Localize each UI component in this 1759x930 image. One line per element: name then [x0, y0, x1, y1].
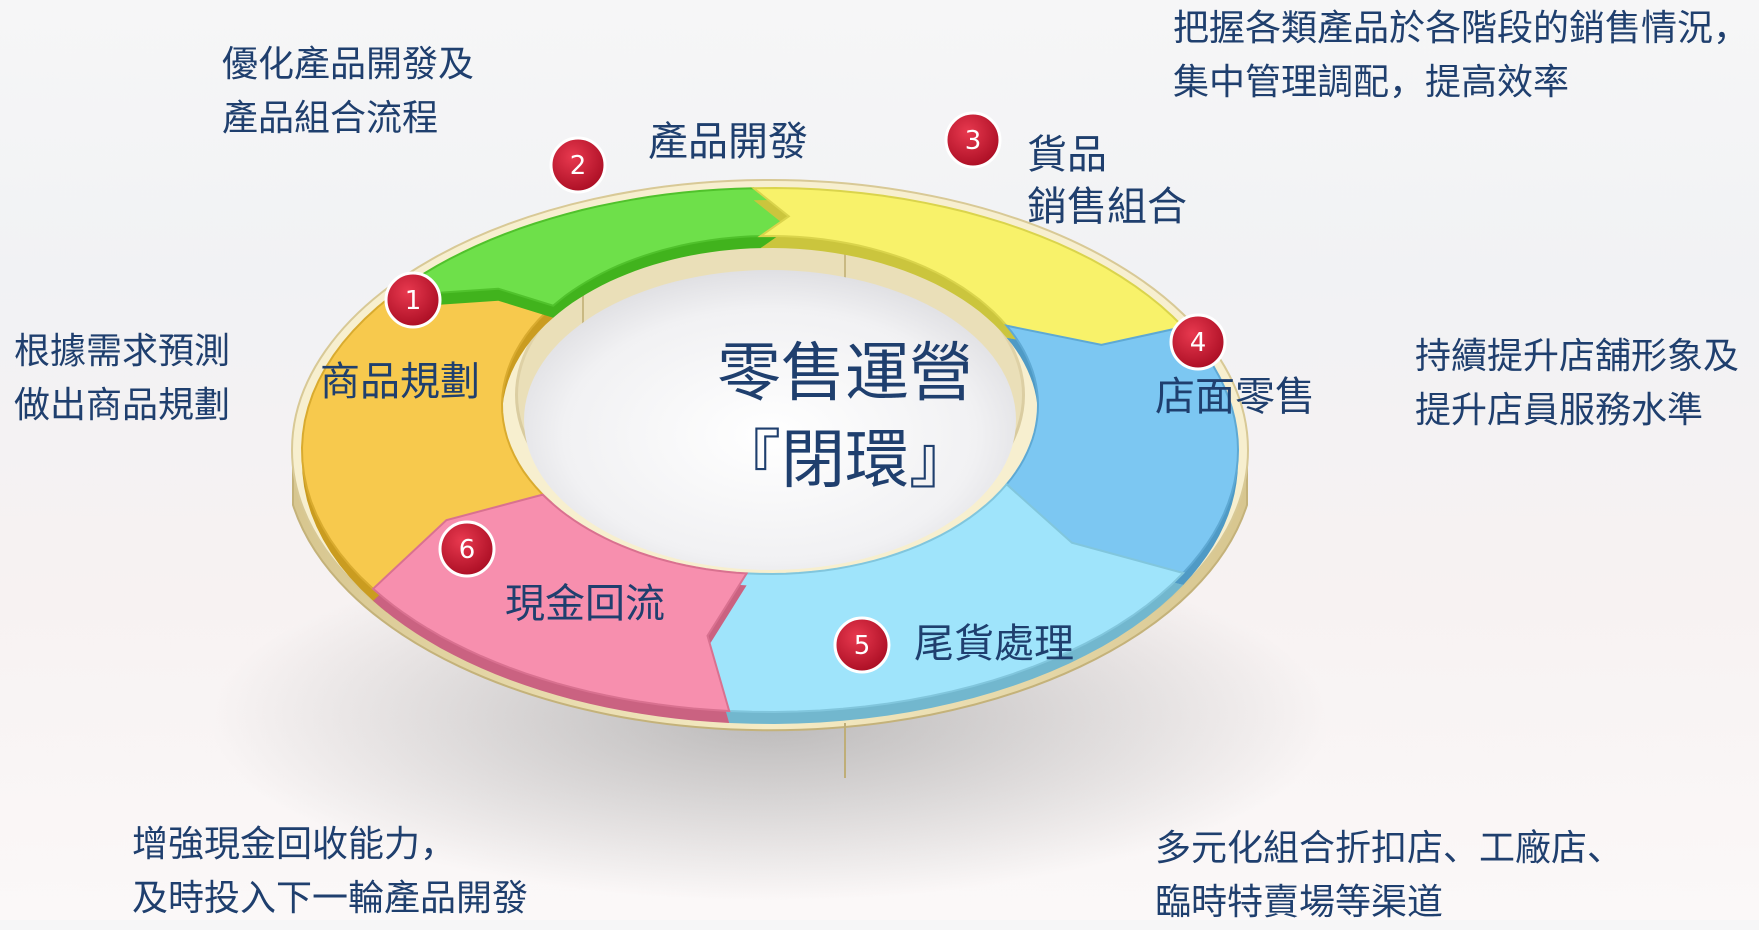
step-5-label: 尾貨處理 [914, 621, 1074, 667]
step-2-badge [549, 136, 607, 194]
step-3-label-line-1: 貨品 [1027, 132, 1107, 178]
step-6-badge [438, 520, 496, 578]
step-6-label: 現金回流 [505, 581, 665, 627]
note-6-line-2: 及時投入下一輪產品開發 [132, 878, 529, 919]
note-stage-1: 根據需求預測 做出商品規劃 [14, 325, 230, 433]
note-stage-5: 多元化組合折扣店、工廠店、 臨時特賣場等渠道 [1155, 822, 1623, 930]
note-3-line-2: 集中管理調配，提高效率 [1173, 62, 1570, 103]
step-6-number: 6 [459, 535, 476, 565]
step-1-label: 商品規劃 [320, 359, 480, 405]
step-5-number: 5 [854, 631, 871, 661]
note-stage-2: 優化產品開發及 產品組合流程 [222, 38, 474, 146]
step-1-badge [384, 271, 442, 329]
step-1-number: 1 [405, 286, 422, 316]
step-3-label-line-2: 銷售組合 [1027, 184, 1187, 230]
note-6-line-1: 增強現金回收能力， [132, 824, 457, 865]
ring-hole [515, 235, 1076, 570]
note-2-line-1: 優化產品開發及 [222, 44, 475, 85]
center-title-line2: 『閉環』 [717, 424, 973, 498]
note-3-line-1: 把握各類產品於各階段的銷售情況， [1173, 8, 1750, 49]
note-2-line-2: 產品組合流程 [222, 98, 439, 139]
center-title-line1: 零售運營 [717, 337, 973, 411]
note-stage-6: 增強現金回收能力， 及時投入下一輪產品開發 [132, 818, 528, 926]
step-5-badge [833, 616, 891, 674]
step-2-label: 產品開發 [648, 119, 808, 165]
step-4-number: 4 [1190, 328, 1207, 358]
note-1-line-1: 根據需求預測 [14, 331, 231, 372]
note-stage-4: 持續提升店舖形象及 提升店員服務水準 [1415, 330, 1739, 438]
note-5-line-1: 多元化組合折扣店、工廠店、 [1155, 828, 1624, 869]
note-4-line-1: 持續提升店舖形象及 [1415, 336, 1740, 377]
note-1-line-2: 做出商品規劃 [14, 385, 231, 426]
step-3-badge [944, 111, 1002, 169]
note-5-line-2: 臨時特賣場等渠道 [1155, 882, 1444, 923]
step-2-number: 2 [570, 151, 587, 181]
step-3-number: 3 [965, 126, 982, 156]
note-4-line-2: 提升店員服務水準 [1415, 390, 1704, 431]
note-stage-3: 把握各類產品於各階段的銷售情況， 集中管理調配，提高效率 [1173, 2, 1749, 110]
step-4-badge [1169, 313, 1227, 371]
step-4-label: 店面零售 [1155, 374, 1315, 420]
